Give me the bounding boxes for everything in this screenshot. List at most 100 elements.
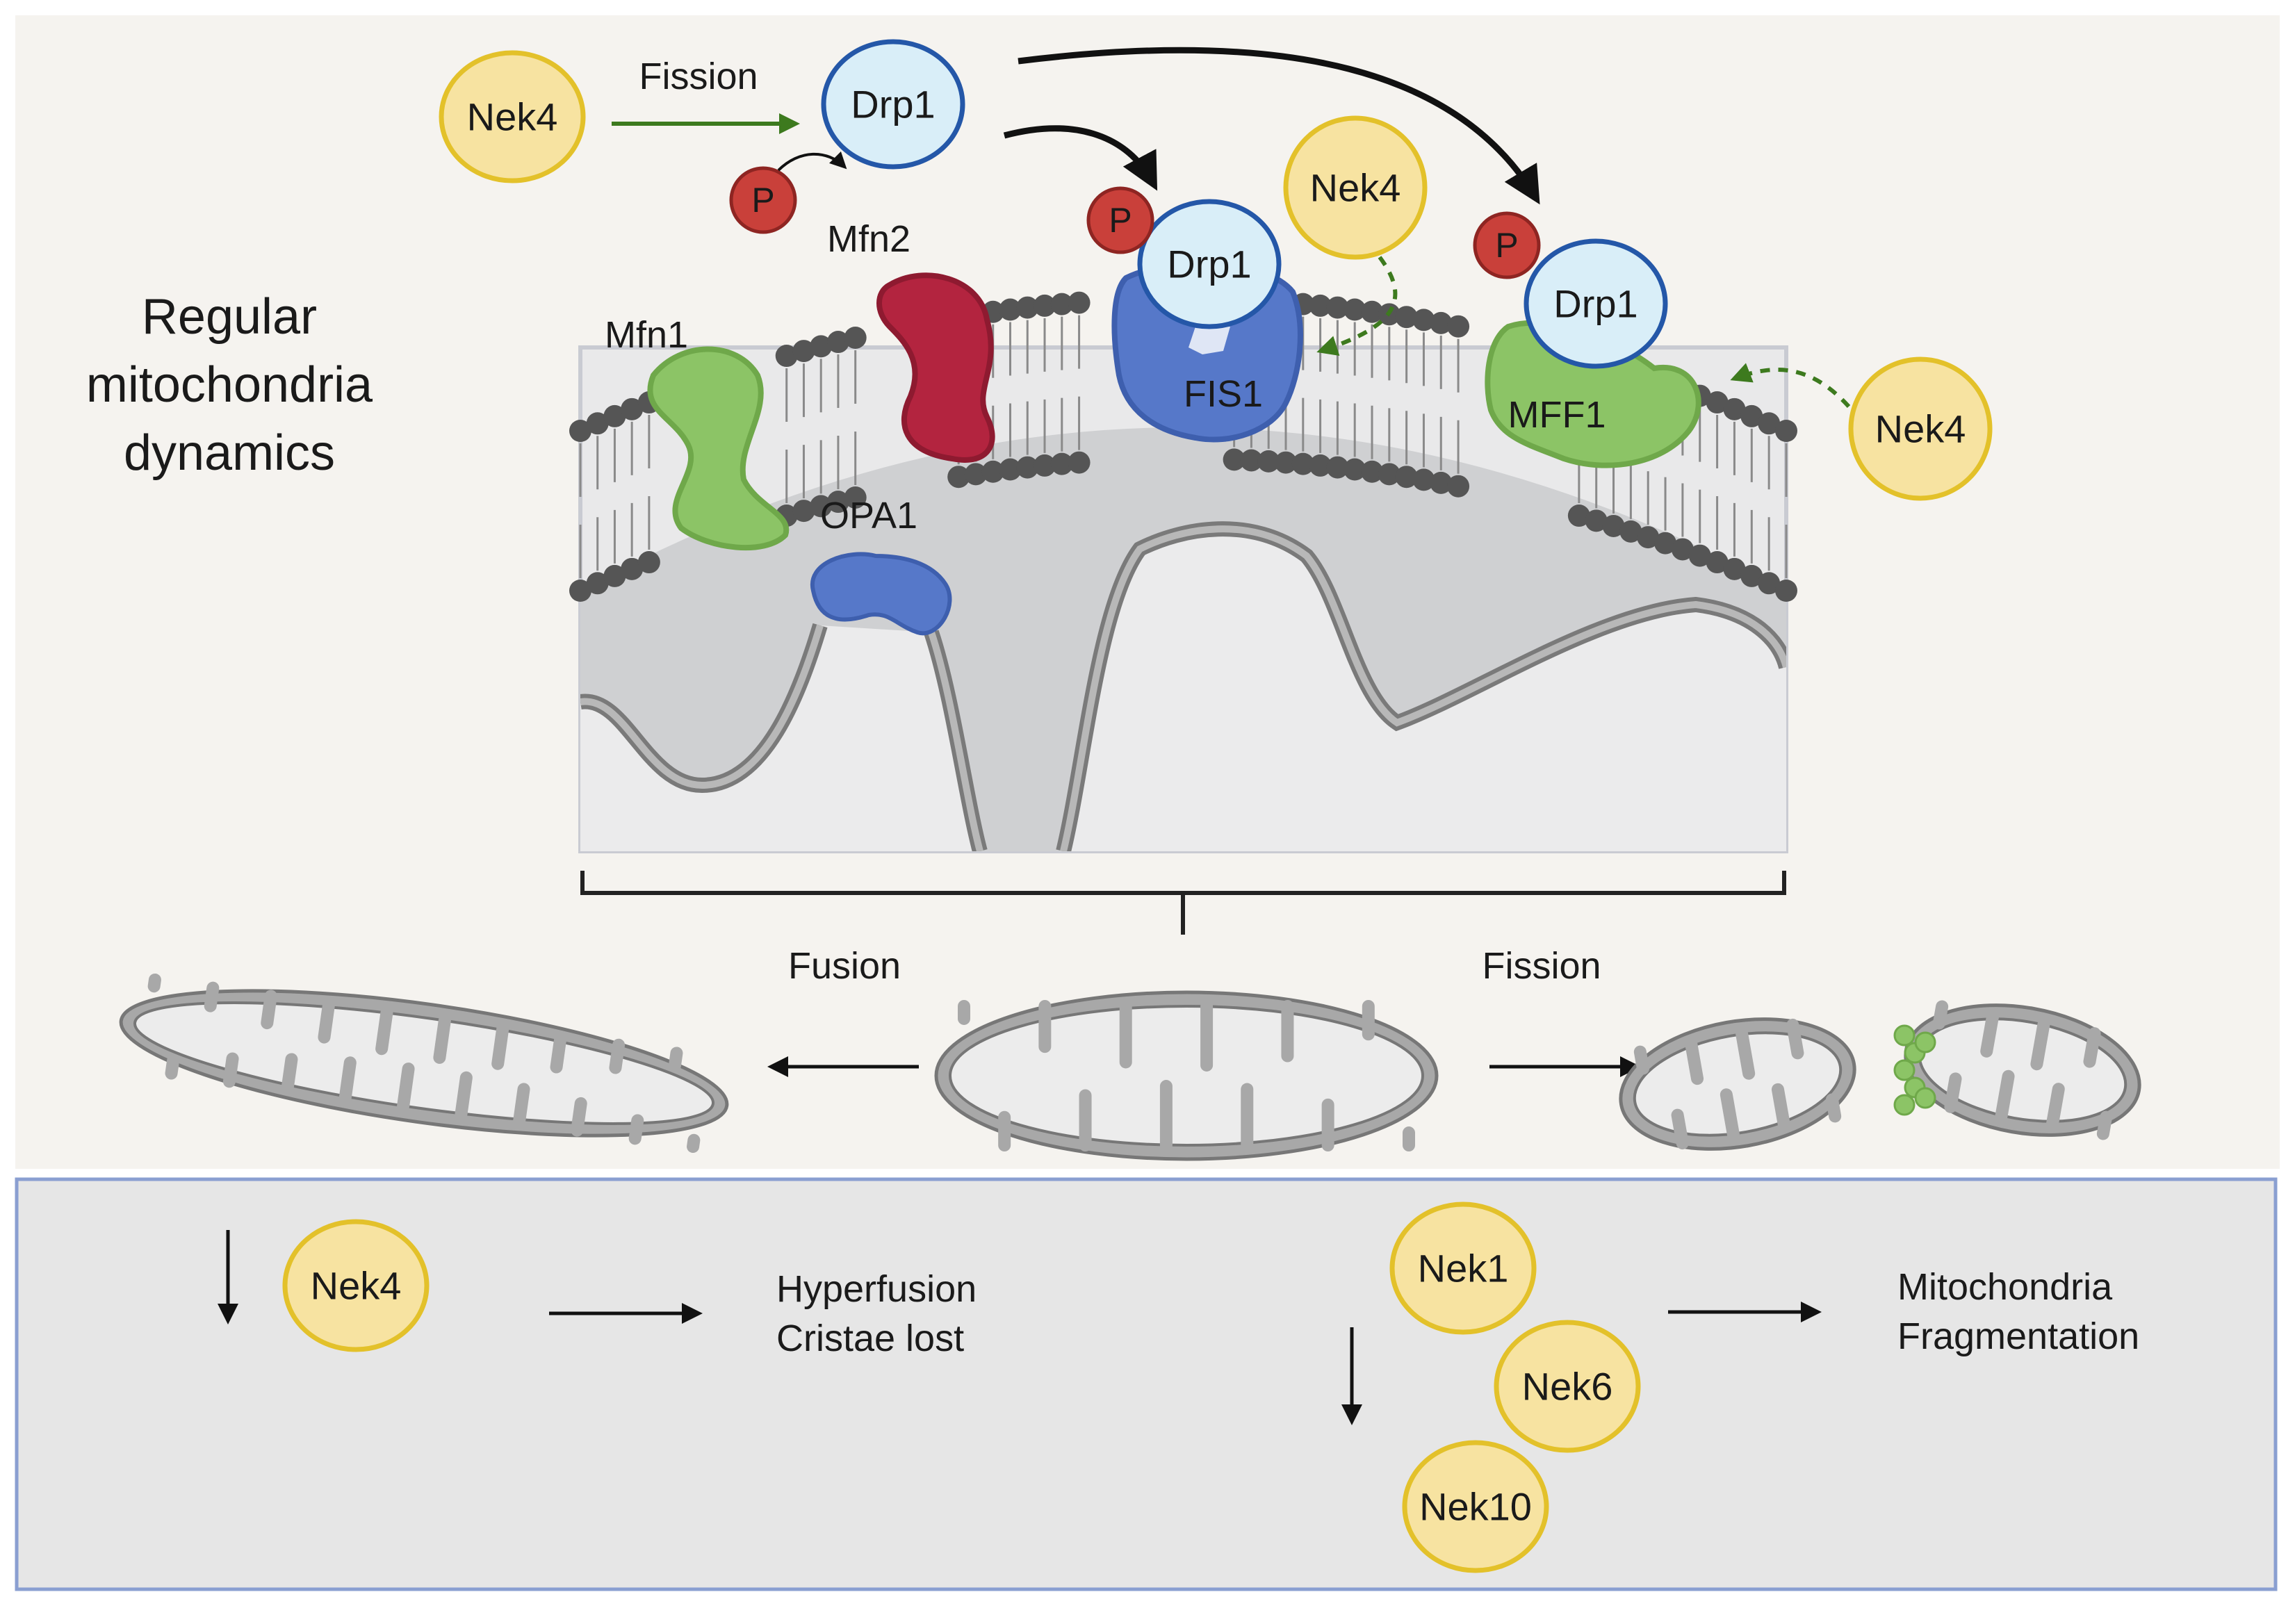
nek1-label: Nek1	[1418, 1247, 1509, 1290]
crista	[1995, 1069, 2015, 1122]
zoom-bracket	[580, 871, 1786, 935]
p-badge-mff1: P	[1473, 211, 1541, 279]
lipid-head	[964, 463, 987, 486]
fragmentation-label: Fragmentation	[1897, 1315, 2139, 1357]
crista	[397, 1063, 415, 1113]
inner-space	[133, 1001, 715, 1125]
p-fis1-label: P	[1109, 201, 1132, 240]
crista	[147, 973, 161, 993]
mff1-label: MFF1	[1508, 394, 1606, 436]
lipid-head	[603, 564, 626, 587]
crista	[2096, 1110, 2113, 1140]
crista	[281, 1053, 298, 1096]
crista	[491, 1022, 509, 1070]
nek10-label: Nek10	[1419, 1485, 1532, 1529]
nek4-to-mff1-arrow	[1730, 363, 1851, 409]
lipid-head	[1275, 451, 1298, 474]
lipid-head	[1654, 532, 1677, 555]
crista	[628, 1114, 644, 1145]
p-top-label: P	[751, 181, 774, 220]
lipid-head	[775, 345, 798, 368]
title-line-2: mitochondria	[86, 357, 373, 413]
crista	[1720, 1088, 1740, 1141]
lipid-head	[1430, 311, 1453, 334]
mitochondrion-fused	[119, 973, 729, 1154]
lipid-head	[1050, 452, 1073, 475]
crista	[433, 1014, 451, 1064]
nek6-node: Nek6	[1494, 1320, 1641, 1453]
lipid-head	[1447, 475, 1470, 498]
lipid-head	[1068, 451, 1091, 474]
crista	[165, 1054, 180, 1080]
lipid-head	[1688, 544, 1711, 567]
lipid-head	[826, 491, 849, 514]
lipid-head	[1740, 404, 1763, 427]
lipid-head	[981, 460, 1004, 483]
crista	[1980, 1009, 2000, 1058]
lipid-head	[1447, 315, 1470, 338]
crista	[318, 998, 336, 1044]
lipid-head	[1326, 456, 1349, 479]
nek4-node-top: Nek4	[439, 50, 586, 183]
lipid-head	[792, 340, 815, 363]
lipid-head	[1034, 454, 1056, 477]
title-block: Regular mitochondria dynamics	[86, 289, 373, 481]
mitochondrion-fission-left	[1619, 1017, 1856, 1151]
lipid-head	[947, 466, 970, 489]
nek4-to-fis1-arrow	[1316, 256, 1398, 356]
crista	[375, 1006, 393, 1056]
crista	[261, 990, 277, 1030]
lipid-head	[844, 486, 867, 509]
drp1-node-on-mff1: Drp1	[1524, 238, 1668, 369]
crista	[571, 1097, 587, 1137]
drp1-top-label: Drp1	[851, 83, 935, 126]
lipid-head	[1309, 294, 1332, 317]
fission-top-label: Fission	[639, 56, 758, 97]
crista	[2045, 1083, 2065, 1131]
lipid-head	[569, 420, 591, 442]
lipid-head	[1585, 509, 1608, 532]
fis1-label: FIS1	[1184, 373, 1263, 415]
inner-space	[949, 1005, 1424, 1147]
inner-membrane-highlight	[580, 525, 1786, 851]
nek4-node-right: Nek4	[1848, 356, 1993, 501]
lipid-head	[1637, 526, 1660, 549]
crista	[1671, 1108, 1689, 1150]
nek4-middle-label: Nek4	[1310, 166, 1401, 210]
fission-constriction-bead	[1914, 1031, 1936, 1053]
fission-constriction-bead	[1914, 1087, 1936, 1109]
crista	[222, 1052, 239, 1088]
fission-label: Fission	[1482, 945, 1601, 987]
lipid-head	[1361, 300, 1384, 323]
lipid-head	[1034, 294, 1056, 317]
mitochondrion-fission-right	[1904, 1000, 2141, 1140]
mitochondrion-normal	[934, 990, 1439, 1161]
lipid-head	[1016, 456, 1039, 479]
crista	[1786, 1018, 1804, 1060]
title-line-3: dynamics	[124, 425, 335, 481]
lipid-head	[1671, 538, 1694, 561]
lipid-head	[1430, 471, 1453, 494]
drp1-node-on-fis1: Drp1	[1137, 199, 1282, 329]
lipid-head	[1758, 572, 1781, 595]
lipid-head	[1326, 296, 1349, 319]
mfn1-protein	[647, 346, 790, 551]
lipid-head	[621, 557, 644, 580]
crista	[1633, 1045, 1650, 1075]
nek6-label: Nek6	[1522, 1365, 1613, 1409]
lipid-head	[1395, 466, 1418, 489]
lipid-head	[637, 551, 660, 574]
lipid-head	[999, 458, 1022, 481]
drp1-node-top: Drp1	[821, 39, 965, 170]
lipid-head	[1775, 420, 1797, 442]
fission-constriction-bead	[1893, 1059, 1916, 1081]
lipid-head	[999, 298, 1022, 321]
lipid-head	[1706, 391, 1729, 414]
fusion-label: Fusion	[788, 945, 901, 987]
crista	[1684, 1036, 1704, 1085]
lipid-head	[1758, 412, 1781, 435]
inner-space	[1633, 1031, 1843, 1137]
cristae-lost-label: Cristae lost	[776, 1318, 964, 1359]
crista	[204, 981, 220, 1012]
